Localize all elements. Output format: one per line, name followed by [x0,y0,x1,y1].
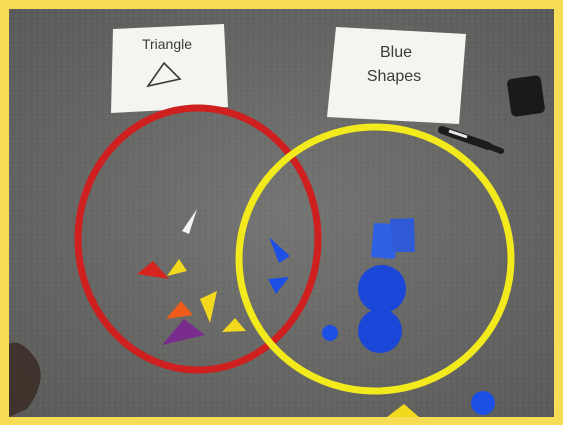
venn-diagram-photo: Triangle Blue Shapes [9,9,554,417]
blue-shapes-card: Blue Shapes [327,27,466,124]
triangle-card: Triangle [111,24,228,113]
triangle-card-label: Triangle [142,36,192,52]
blue-circle-bottom [471,391,495,415]
whiteboard-eraser [507,75,546,117]
blue-circle-large-2 [358,309,402,353]
blue-circle-small [322,325,338,341]
blue-card-label-line2: Shapes [367,68,421,85]
blue-square-2 [390,218,415,252]
blue-circle-large-1 [358,265,406,313]
blue-card-label-line1: Blue [380,44,412,61]
